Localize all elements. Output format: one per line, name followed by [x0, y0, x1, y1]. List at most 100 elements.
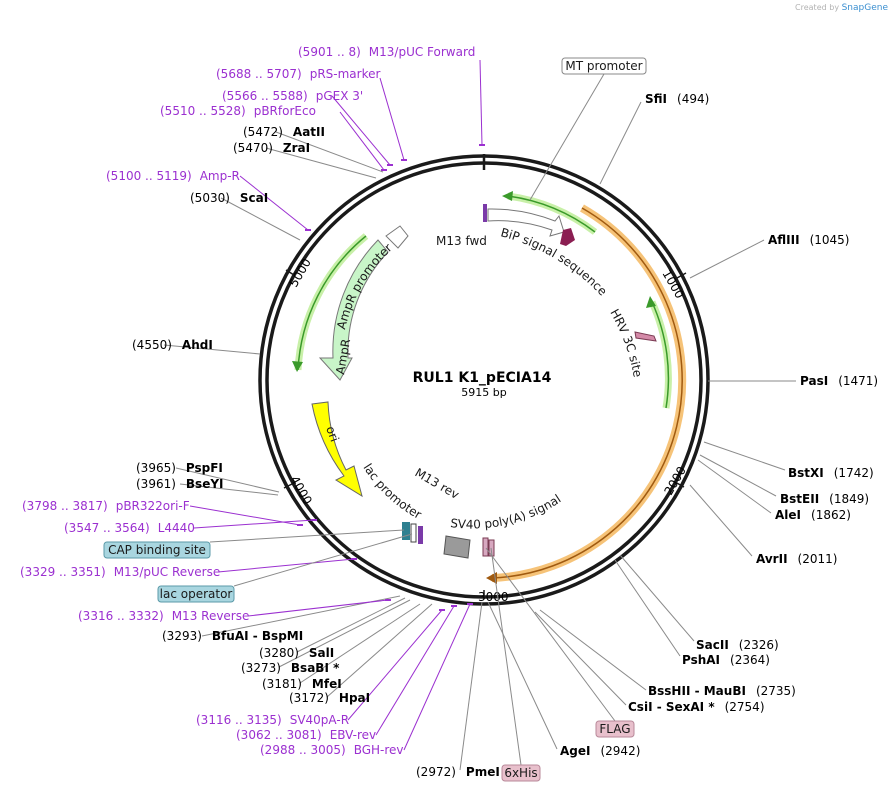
- enzyme-position: (2754): [725, 700, 765, 714]
- primer-label: (5510 .. 5528)pBRforEco: [160, 104, 316, 118]
- green-left-line: [297, 235, 367, 371]
- enzyme-position: (1862): [811, 508, 851, 522]
- enzyme-name: HpaI: [339, 691, 370, 705]
- primer-site-mark: [385, 599, 391, 601]
- enzyme-name: BfuAI - BspMI: [212, 629, 303, 643]
- enzyme-label: (3965)PspFI: [136, 461, 223, 475]
- green-left-arrowhead: [292, 361, 303, 372]
- primer-name: pGEX 3': [316, 89, 363, 103]
- enzyme-label: (3172)HpaI: [289, 691, 370, 705]
- enzyme-label: (3961)BseYI: [136, 477, 224, 491]
- box-leader: [529, 73, 605, 201]
- label-bip-path: BiP signal sequence: [499, 225, 610, 298]
- primer-range: (3116 .. 3135): [196, 713, 282, 727]
- primer-name: pBRforEco: [254, 104, 316, 118]
- primer-leader: [193, 519, 315, 529]
- primer-site-mark: [351, 558, 357, 560]
- enzyme-label: PasI(1471): [800, 374, 878, 388]
- enzyme-leader: [163, 344, 261, 355]
- primer-leader: [331, 95, 391, 166]
- feature-box: [501, 764, 541, 782]
- enzyme-leader: [619, 554, 695, 642]
- primer-leader: [339, 111, 385, 171]
- label-lac-path: lac promoter: [360, 461, 423, 522]
- enzyme-position: (1849): [829, 492, 869, 506]
- primer-label: (3116 .. 3135) SV40pA-R: [196, 713, 349, 727]
- enzyme-label: SacII(2326): [696, 638, 779, 652]
- enzyme-name: SfiI: [645, 92, 667, 106]
- enzyme-name: ZraI: [283, 141, 310, 155]
- box-leader: [233, 533, 413, 587]
- primer-name: M13 Reverse: [172, 609, 250, 623]
- enzyme-position: (4550): [132, 338, 172, 352]
- m13fwd-marker: [483, 204, 487, 222]
- feature-box-label: MT promoter: [565, 59, 642, 73]
- enzyme-name: AvrII: [756, 552, 788, 566]
- cap-binding-marker: [402, 522, 410, 540]
- hrv-3c-marker: [634, 331, 657, 342]
- ampr-promoter-arrow: [385, 225, 409, 249]
- enzyme-name: BseYI: [186, 477, 224, 491]
- enzyme-label: (4550)AhdI: [132, 338, 213, 352]
- green-right-band: [648, 300, 672, 409]
- enzyme-position: (2972): [416, 765, 456, 779]
- enzyme-leader: [689, 239, 765, 279]
- label-m13-rev: M13 rev: [413, 465, 462, 501]
- primer-label: (3329 .. 3351)M13/pUC Reverse: [20, 565, 220, 579]
- enzyme-label: PshAI(2364): [682, 653, 770, 667]
- enzyme-label: (3181)MfeI: [262, 677, 342, 691]
- enzyme-leader: [179, 483, 279, 496]
- label-sv40: SV40 poly(A) signal: [450, 492, 564, 532]
- enzyme-label: (5472)AatII: [243, 125, 325, 139]
- primer-site-mark: [401, 159, 407, 161]
- green-right-arrowhead: [646, 296, 656, 308]
- primer-site-mark: [381, 169, 387, 171]
- enzyme-leader: [175, 467, 280, 493]
- tick-label-4000: 4000: [287, 474, 314, 507]
- plasmid-length: 5915 bp: [461, 386, 506, 399]
- primer-site-mark: [439, 609, 445, 611]
- flag-marker: [482, 537, 489, 557]
- primer-name: M13/pUC Reverse: [114, 565, 221, 579]
- primer-site-mark: [297, 524, 303, 526]
- enzyme-leader: [326, 603, 433, 698]
- enzyme-position: (1045): [810, 233, 850, 247]
- enzyme-position: (494): [677, 92, 709, 106]
- primer-leader: [403, 603, 471, 751]
- enzyme-position: (3181): [262, 677, 302, 691]
- enzyme-leader: [699, 454, 777, 497]
- enzyme-leader: [278, 599, 411, 668]
- enzyme-label: (3280)SalI: [259, 646, 334, 660]
- primer-range: (3798 .. 3817): [22, 499, 108, 513]
- feature-box: [561, 57, 647, 75]
- enzyme-position: (5472): [243, 125, 283, 139]
- green-right-line: [651, 301, 670, 409]
- enzyme-leader: [275, 131, 384, 173]
- enzyme-position: (1471): [838, 374, 878, 388]
- primer-name: pBR322ori-F: [116, 499, 190, 513]
- enzyme-name: SalI: [309, 646, 334, 660]
- enzyme-leader: [703, 441, 786, 471]
- enzyme-label: (5470) ZraI: [233, 141, 310, 155]
- primer-range: (2988 .. 3005): [260, 743, 346, 757]
- primer-name: SV40pA-R: [290, 713, 349, 727]
- ori-feature: [311, 401, 363, 498]
- primer-name: EBV-rev: [330, 728, 376, 742]
- enzyme-label: AleI(1862): [775, 508, 851, 522]
- label-m13-fwd: M13 fwd: [436, 234, 487, 248]
- primer-leader: [375, 605, 455, 736]
- enzyme-position: (2011): [798, 552, 838, 566]
- enzyme-label: CsiI - SexAI * (2754): [628, 700, 765, 714]
- leader-lines: [163, 59, 796, 771]
- enzyme-position: (2364): [730, 653, 770, 667]
- enzyme-label: BstEII(1849): [780, 492, 869, 506]
- feature-box: [595, 720, 635, 738]
- lac-operator-marker: [410, 523, 417, 543]
- feature-box: [157, 585, 235, 603]
- primer-leader: [239, 175, 309, 231]
- enzyme-position: (5470): [233, 141, 273, 155]
- enzyme-label: AflIII(1045): [768, 233, 849, 247]
- enzyme-name: CsiI - SexAI *: [628, 700, 715, 714]
- box-leader: [485, 547, 616, 722]
- label-sv40-path: SV40 poly(A) signal: [450, 492, 564, 532]
